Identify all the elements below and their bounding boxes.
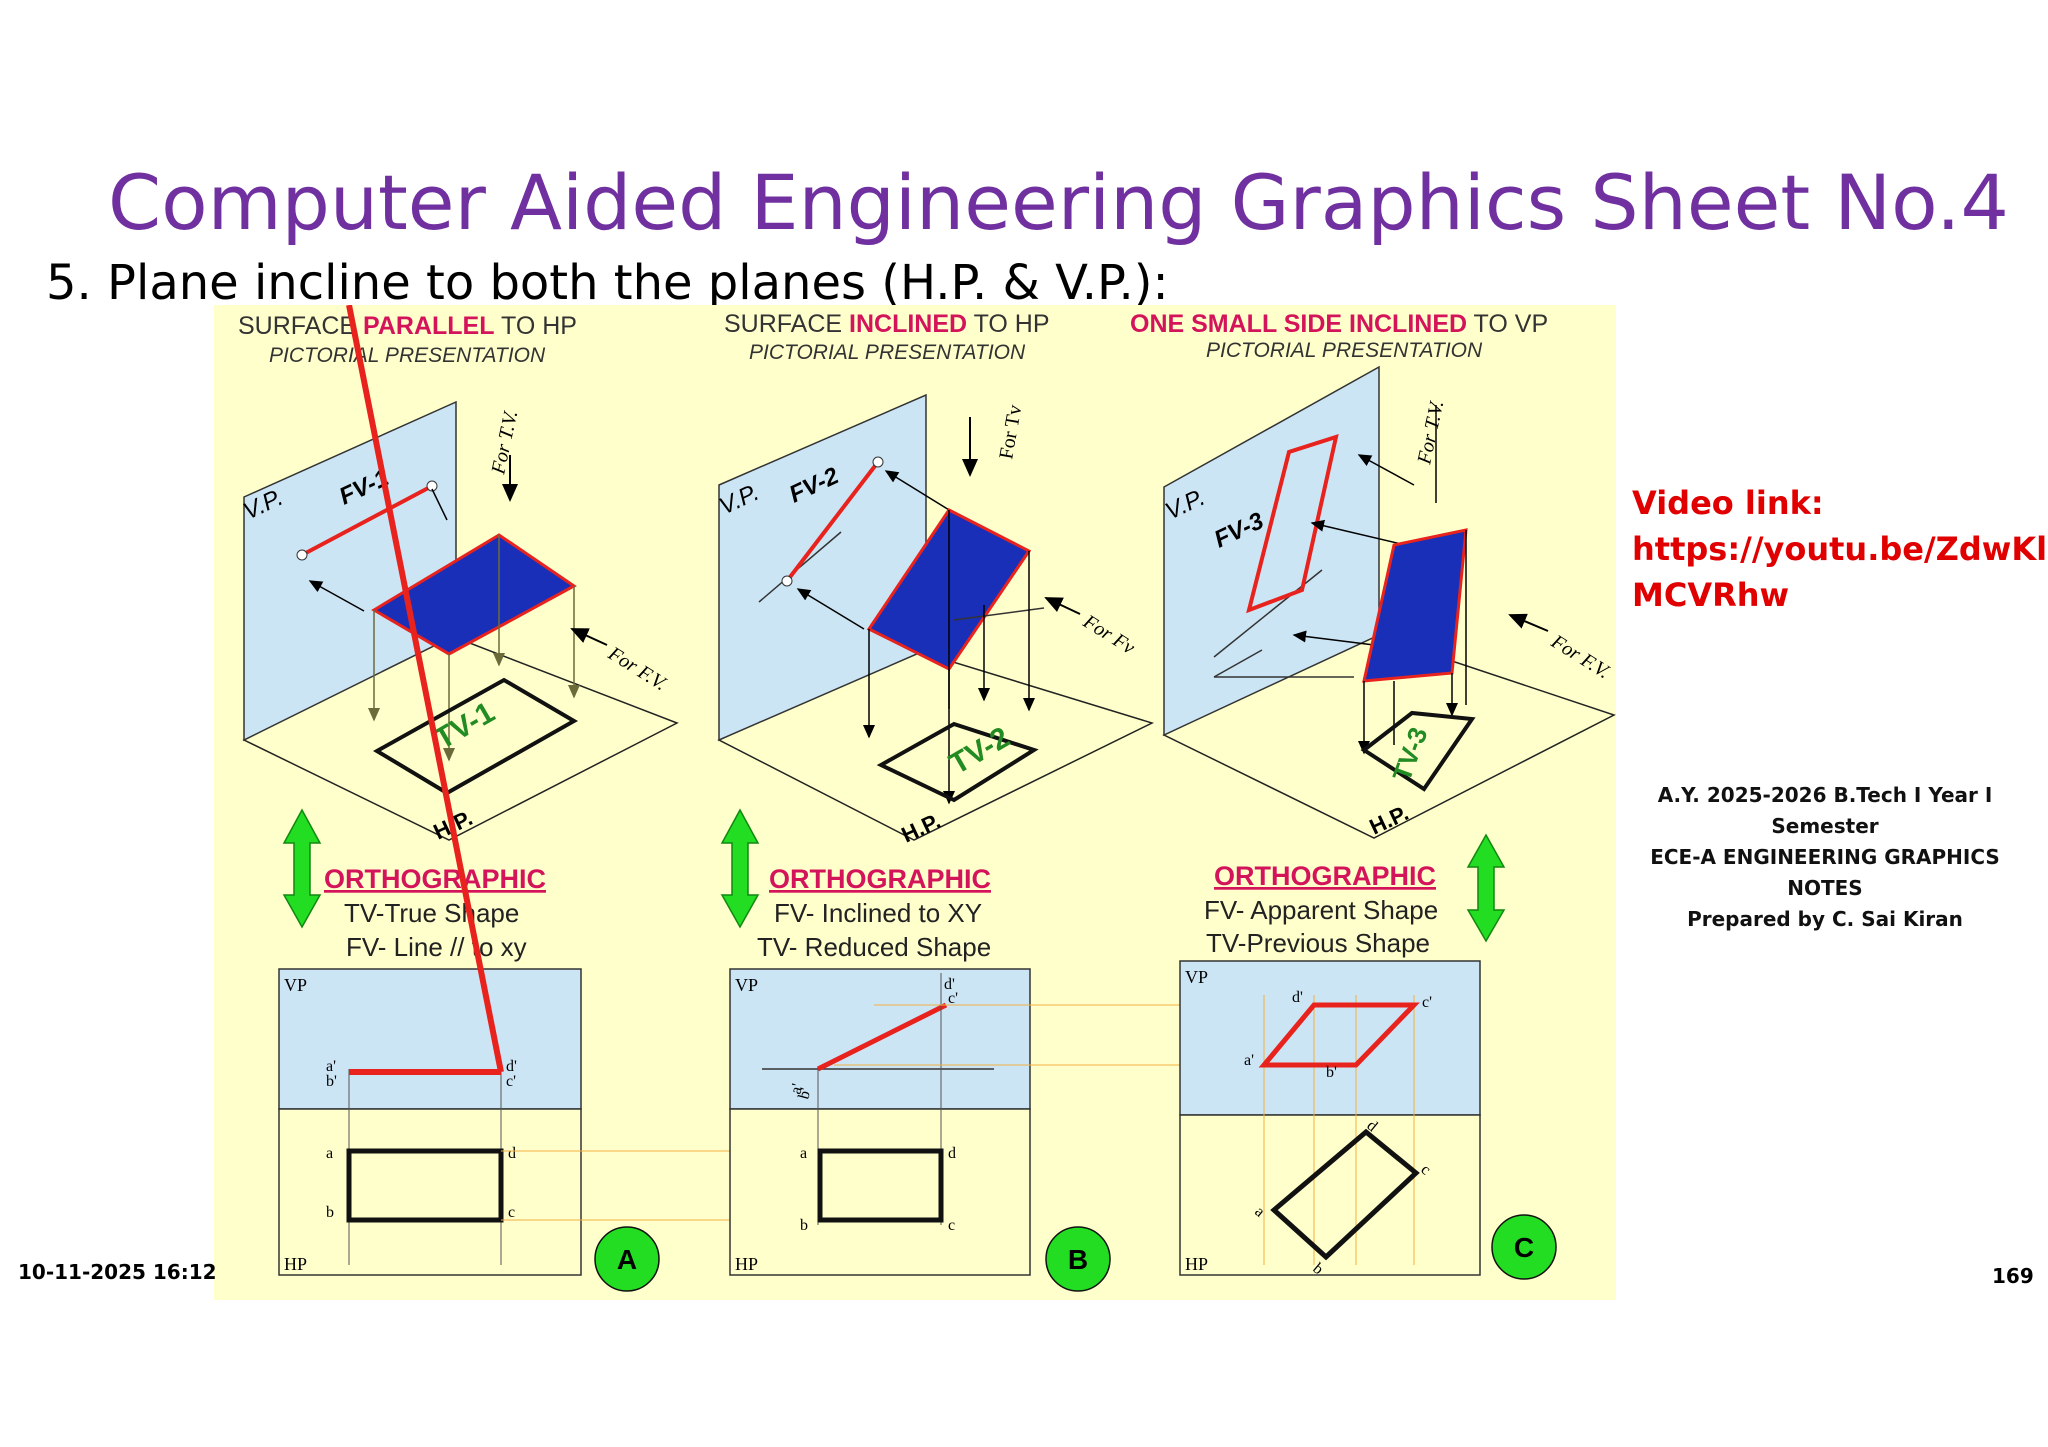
- tv-rect-a: [346, 1148, 504, 1223]
- ortho-line1-c: FV- Apparent Shape: [1204, 895, 1438, 925]
- ortho-line2-a: FV- Line // to xy: [346, 932, 527, 962]
- pt-c1-b: c': [948, 990, 958, 1007]
- vp-plane-c: [1163, 365, 1380, 737]
- column-b: SURFACE INCLINED TO HP PICTORIAL PRESENT…: [715, 310, 1404, 1292]
- hp-box-a: [278, 1108, 582, 1276]
- tv-label-b: TV-2: [944, 721, 1015, 781]
- for-fv-c: For F.V.: [1547, 630, 1614, 683]
- course-info: A.Y. 2025-2026 B.Tech I Year I Semester …: [1610, 780, 2040, 935]
- hp-box-label-a: HP: [284, 1254, 307, 1274]
- badge-text-c: C: [1514, 1232, 1534, 1263]
- badge-b: [1045, 1226, 1111, 1292]
- ortho-line1-a: TV-True Shape: [344, 898, 519, 928]
- fv-edge-b: [785, 460, 880, 583]
- hp-box-c: [1179, 1114, 1481, 1276]
- tv-shape-c: [1360, 710, 1476, 792]
- pictorial-label-a: PICTORIAL PRESENTATION: [269, 344, 546, 367]
- badge-a: [594, 1226, 660, 1292]
- pt-c1-c: c': [1422, 994, 1432, 1011]
- hp-label-b: H.P.: [898, 808, 945, 848]
- badge-text-b: B: [1068, 1244, 1088, 1275]
- slide-title: Computer Aided Engineering Graphics Shee…: [108, 158, 2009, 247]
- hp-label-c: H.P.: [1366, 800, 1413, 840]
- projection-diagram: SURFACE PARALLEL TO HP PICTORIAL PRESENT…: [238, 305, 1616, 1292]
- vp-box-label-a: VP: [284, 975, 307, 995]
- tv-shape-a: [373, 677, 579, 796]
- tv-shape-b: [876, 721, 1039, 803]
- vp-box-label-c: VP: [1185, 967, 1208, 987]
- pt-d1-a: d': [506, 1058, 517, 1075]
- pt-d1-b: d': [944, 976, 955, 993]
- heading-a: SURFACE PARALLEL TO HP: [238, 312, 577, 340]
- vp-box-label-b: VP: [735, 975, 758, 995]
- for-fv-a: For F.V.: [604, 642, 671, 695]
- pt-a-b: a: [800, 1145, 807, 1162]
- fv-shape-ortho-c: [1258, 1002, 1420, 1068]
- column-c: ONE SMALL SIDE INCLINED TO VP PICTORIAL …: [1130, 310, 1616, 1280]
- tv-rect-b: [817, 1148, 944, 1223]
- pictorial-label-c: PICTORIAL PRESENTATION: [1206, 339, 1483, 362]
- page-number: 169: [1992, 1264, 2034, 1288]
- pt-d-a: d: [508, 1145, 516, 1162]
- vp-box-c: [1179, 960, 1481, 1116]
- video-link-url[interactable]: https://youtu.be/ZdwKl: [1632, 530, 2048, 568]
- pictorial-label-b: PICTORIAL PRESENTATION: [749, 341, 1026, 364]
- pt-b1-a: b': [326, 1073, 337, 1090]
- pt-b1-b: b': [795, 1086, 814, 1101]
- pt-b-b: b: [800, 1217, 808, 1234]
- pt-c-a: c: [508, 1204, 515, 1221]
- pt-b-a: b: [326, 1204, 334, 1221]
- hp-box-label-c: HP: [1185, 1254, 1208, 1274]
- fv-edge-a: [301, 484, 433, 557]
- ortho-line2-c: TV-Previous Shape: [1206, 928, 1430, 958]
- hp-box-b: [729, 1108, 1031, 1276]
- for-tv-b: For Tv: [995, 403, 1026, 461]
- badge-c: [1491, 1214, 1557, 1280]
- ortho-heading-a: ORTHOGRAPHIC: [324, 864, 546, 894]
- pt-d1-c: d': [1292, 989, 1303, 1006]
- double-arrow-b: [720, 808, 760, 929]
- course-info-line3: Prepared by C. Sai Kiran: [1687, 907, 1963, 931]
- slide-date: 10-11-2025 16:12: [18, 1260, 217, 1284]
- pt-c-b: c: [948, 1217, 955, 1234]
- ortho-line2-b: TV- Reduced Shape: [757, 932, 991, 962]
- video-link-block: Video link: https://youtu.be/ZdwKl MCVRh…: [1632, 480, 2047, 618]
- heading-b: SURFACE INCLINED TO HP: [724, 310, 1050, 338]
- pt-a1-b: a': [787, 1082, 806, 1096]
- ortho-heading-b: ORTHOGRAPHIC: [769, 864, 991, 894]
- badge-text-a: A: [617, 1244, 637, 1275]
- diagram-panel: SURFACE PARALLEL TO HP PICTORIAL PRESENT…: [214, 305, 1616, 1300]
- ortho-line1-b: FV- Inclined to XY: [774, 898, 982, 928]
- ortho-heading-c: ORTHOGRAPHIC: [1214, 861, 1436, 891]
- vp-plane-b: [718, 393, 927, 742]
- course-info-line1: A.Y. 2025-2026 B.Tech I Year I Semester: [1657, 783, 1993, 838]
- tv-shape-ortho-c: [1270, 1128, 1420, 1261]
- pt-a1-a: a': [326, 1058, 336, 1075]
- pt-a-a: a: [326, 1145, 333, 1162]
- hp-box-label-b: HP: [735, 1254, 758, 1274]
- pt-a1-c: a': [1244, 1052, 1254, 1069]
- video-link-label: Video link:: [1632, 484, 1824, 522]
- video-link-url-cont[interactable]: MCVRhw: [1632, 576, 1790, 614]
- tv-label-a: TV-1: [429, 696, 500, 756]
- heading-c: ONE SMALL SIDE INCLINED TO VP: [1130, 310, 1548, 338]
- for-tv-a: For T.V.: [487, 408, 522, 477]
- pt-b1-c: b': [1326, 1064, 1337, 1081]
- fv-line-b: [816, 1002, 948, 1072]
- vp-box-a: [278, 968, 582, 1110]
- pt-c1-a: c': [506, 1073, 516, 1090]
- for-fv-b: For Fv: [1079, 610, 1139, 659]
- double-arrow-a: [282, 808, 322, 929]
- slide-subtitle: 5. Plane incline to both the planes (H.P…: [46, 255, 1169, 311]
- column-a: SURFACE PARALLEL TO HP PICTORIAL PRESENT…: [238, 305, 734, 1292]
- fv-shape-c: [1246, 434, 1339, 614]
- double-arrow-c: [1466, 833, 1506, 943]
- pt-d-b: d: [948, 1145, 956, 1162]
- for-tv-c: For T.V.: [1413, 398, 1448, 467]
- course-info-line2: ECE-A ENGINEERING GRAPHICS NOTES: [1650, 845, 2000, 900]
